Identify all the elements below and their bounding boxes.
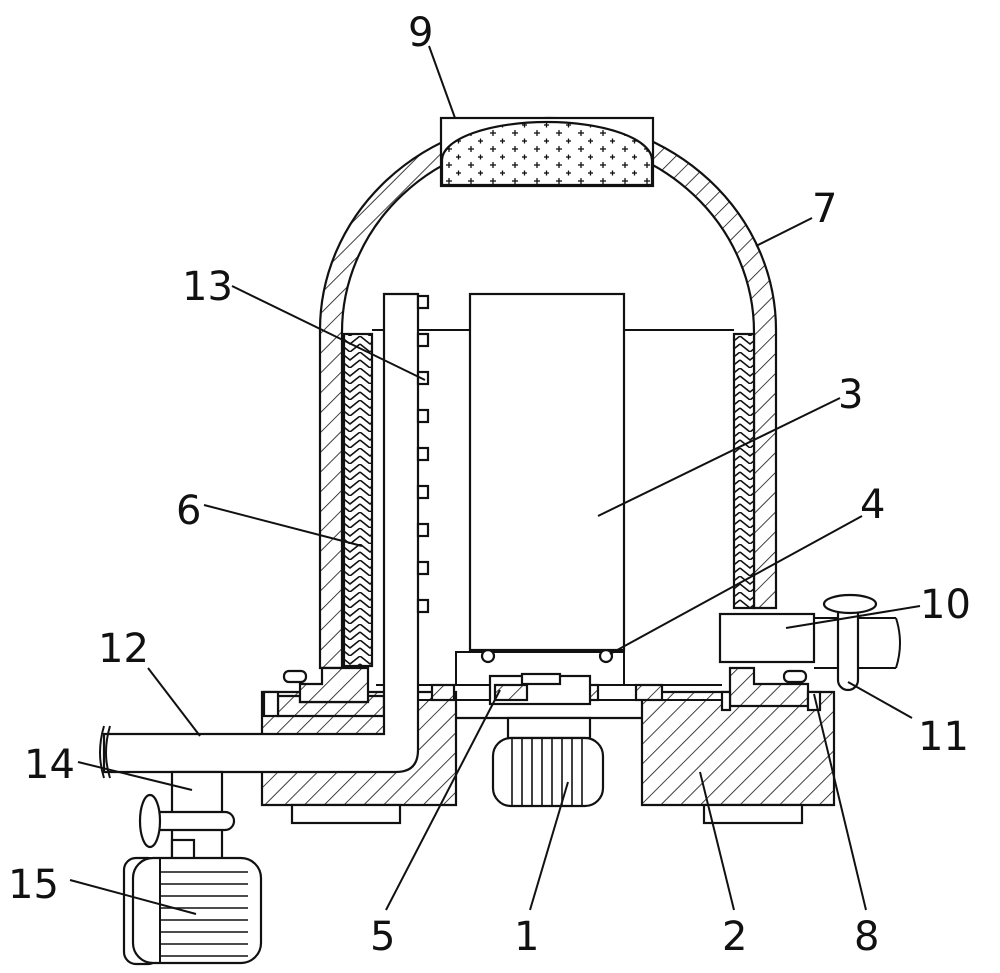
slide-cap [520,672,562,686]
label-6: 6 [176,488,201,534]
bearing [430,683,456,702]
pipe-14 [138,770,236,864]
valve-handle [138,793,162,849]
bracket-8 [720,666,822,712]
label-2: 2 [722,914,747,960]
wheel [480,648,496,664]
container-3 [468,292,626,652]
rail-bearings [376,672,722,706]
label-15: 15 [8,862,59,908]
pump-15 [122,856,263,966]
label-9: 9 [408,10,433,56]
base-foot-left [290,803,402,825]
pipe-12 [99,292,430,779]
leader-lines [69,45,921,915]
base-foot-right [702,803,804,825]
outlet-10 [718,593,901,692]
outlet-block [718,612,816,664]
bearing [634,683,664,702]
valve-11-handle [822,593,878,615]
dome-cover-7 [318,116,778,670]
seal-strip-6 [342,332,374,668]
seal-strip-right [732,332,756,610]
motor-1 [491,716,605,808]
bracket-left [262,666,386,718]
label-13: 13 [182,264,233,310]
label-5: 5 [370,914,395,960]
label-1: 1 [514,914,539,960]
label-12: 12 [98,626,149,672]
label-11: 11 [918,714,969,760]
wheel [598,648,614,664]
label-7: 7 [812,186,837,232]
label-3: 3 [838,372,863,418]
label-4: 4 [860,482,885,528]
label-14: 14 [24,742,75,788]
top-filter-9 [439,116,655,188]
label-10: 10 [920,582,971,628]
label-8: 8 [854,914,879,960]
nozzles-13 [416,294,430,614]
bearing [493,683,529,702]
